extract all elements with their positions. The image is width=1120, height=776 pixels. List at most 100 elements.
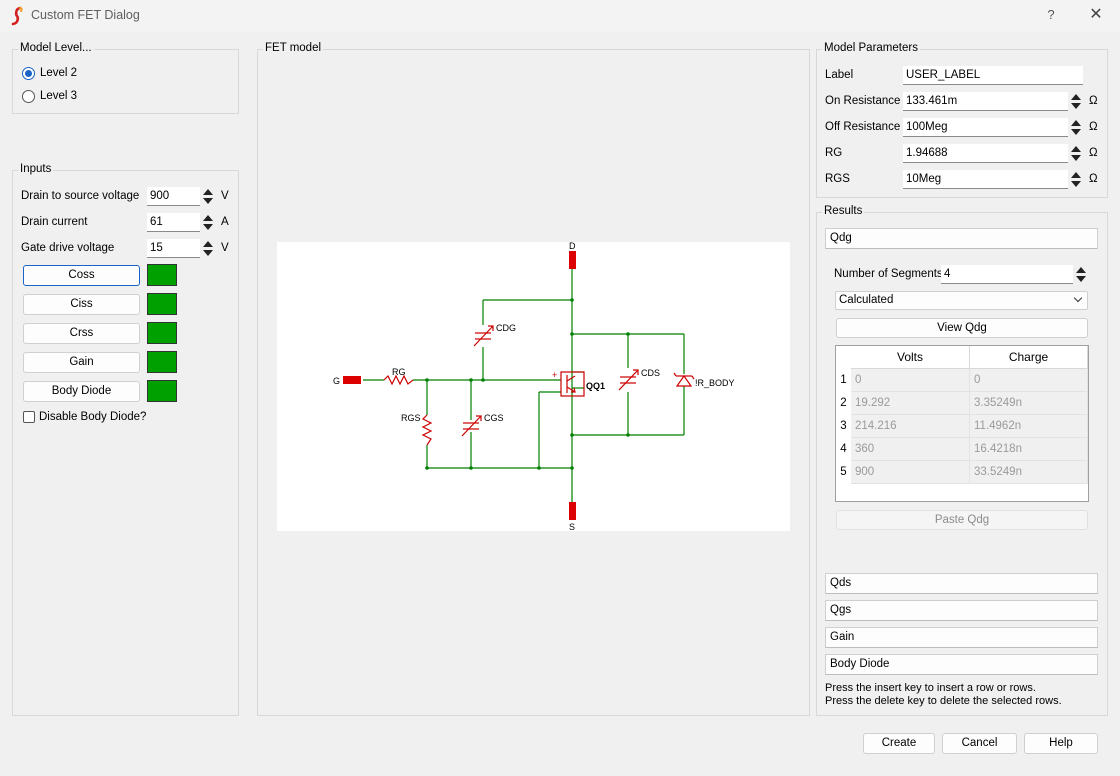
on-resistance-input[interactable]: 133.461m bbox=[903, 92, 1068, 111]
body-diode-button[interactable]: Body Diode bbox=[23, 381, 140, 402]
on-resistance-spinner[interactable] bbox=[1070, 92, 1082, 111]
column-header-volts[interactable]: Volts bbox=[851, 346, 970, 369]
off-resistance-unit: Ω bbox=[1089, 121, 1098, 133]
rg-param-label: RG bbox=[825, 147, 842, 159]
segments-spinner[interactable] bbox=[1075, 265, 1087, 284]
drain-label: D bbox=[569, 242, 576, 251]
level-2-radio[interactable] bbox=[22, 67, 35, 80]
model-level-title: Model Level... bbox=[18, 42, 94, 54]
level-3-label[interactable]: Level 3 bbox=[40, 90, 77, 102]
table-cell-charge[interactable]: 0 bbox=[970, 369, 1088, 392]
chevron-down-icon bbox=[1074, 294, 1082, 302]
window-title: Custom FET Dialog bbox=[31, 8, 140, 22]
plus-label: + bbox=[552, 370, 557, 380]
table-cell-charge[interactable]: 33.5249n bbox=[970, 461, 1088, 484]
drain-source-voltage-spinner[interactable] bbox=[202, 187, 214, 206]
segments-input[interactable]: 4 bbox=[941, 265, 1073, 284]
cgs-label: CGS bbox=[484, 413, 504, 423]
coss-button[interactable]: Coss bbox=[23, 265, 140, 286]
rgs-param-spinner[interactable] bbox=[1070, 170, 1082, 189]
gate-drive-voltage-label: Gate drive voltage bbox=[21, 242, 114, 254]
table-cell-charge[interactable]: 3.35249n bbox=[970, 392, 1088, 415]
level-3-radio[interactable] bbox=[22, 90, 35, 103]
off-resistance-label: Off Resistance bbox=[825, 121, 900, 133]
row-header-3[interactable]: 3 bbox=[836, 415, 851, 438]
inputs-title: Inputs bbox=[18, 163, 53, 175]
model-parameters-title: Model Parameters bbox=[822, 42, 920, 54]
rg-param-spinner[interactable] bbox=[1070, 144, 1082, 163]
crss-button[interactable]: Crss bbox=[23, 323, 140, 344]
rgs-param-unit: Ω bbox=[1089, 173, 1098, 185]
table-cell-charge[interactable]: 11.4962n bbox=[970, 415, 1088, 438]
disable-body-diode-label[interactable]: Disable Body Diode? bbox=[39, 411, 146, 423]
fet-model-title: FET model bbox=[263, 42, 323, 54]
gate-drive-voltage-input[interactable]: 15 bbox=[147, 239, 200, 258]
gate-drive-voltage-spinner[interactable] bbox=[202, 239, 214, 258]
row-header-5[interactable]: 5 bbox=[836, 461, 851, 484]
table-cell-volts[interactable]: 900 bbox=[851, 461, 970, 484]
level-2-label[interactable]: Level 2 bbox=[40, 67, 77, 79]
help-icon[interactable]: ? bbox=[1040, 4, 1062, 26]
rgs-label: RGS bbox=[401, 413, 421, 423]
table-cell-volts[interactable]: 214.216 bbox=[851, 415, 970, 438]
rg-label: RG bbox=[392, 367, 406, 377]
delete-hint-text: Press the delete key to delete the selec… bbox=[825, 695, 1062, 707]
table-cell-volts[interactable]: 0 bbox=[851, 369, 970, 392]
title-bar bbox=[0, 0, 1120, 32]
segments-label: Number of Segments bbox=[834, 268, 943, 280]
gain-section-header[interactable]: Gain bbox=[825, 627, 1098, 648]
gain-color-swatch[interactable] bbox=[147, 351, 177, 373]
gain-button[interactable]: Gain bbox=[23, 352, 140, 373]
coss-color-swatch[interactable] bbox=[147, 264, 177, 286]
drain-current-input[interactable]: 61 bbox=[147, 213, 200, 232]
qgs-section-header[interactable]: Qgs bbox=[825, 600, 1098, 621]
cancel-button[interactable]: Cancel bbox=[942, 733, 1017, 754]
disable-body-diode-checkbox[interactable] bbox=[23, 411, 35, 423]
ciss-button[interactable]: Ciss bbox=[23, 294, 140, 315]
gate-label: G bbox=[333, 376, 340, 386]
table-cell-charge[interactable]: 16.4218n bbox=[970, 438, 1088, 461]
qds-section-header[interactable]: Qds bbox=[825, 573, 1098, 594]
label-field-label: Label bbox=[825, 69, 853, 81]
fet-schematic: D S G RG RGS CGS CDG CDS !R_BODY QQ1 + bbox=[277, 242, 790, 531]
gate-drive-voltage-unit: V bbox=[221, 242, 229, 254]
drain-pin bbox=[569, 251, 576, 269]
body-diode-color-swatch[interactable] bbox=[147, 380, 177, 402]
table-cell-volts[interactable]: 360 bbox=[851, 438, 970, 461]
create-button[interactable]: Create bbox=[863, 733, 935, 754]
row-header-1[interactable]: 1 bbox=[836, 369, 851, 392]
qdg-section-header[interactable]: Qdg bbox=[825, 228, 1098, 249]
column-header-charge[interactable]: Charge bbox=[970, 346, 1088, 369]
drain-current-label: Drain current bbox=[21, 216, 87, 228]
off-resistance-spinner[interactable] bbox=[1070, 118, 1082, 137]
rgs-param-input[interactable]: 10Meg bbox=[903, 170, 1068, 189]
model-level-group bbox=[12, 49, 239, 114]
table-cell-volts[interactable]: 19.292 bbox=[851, 392, 970, 415]
app-logo-icon bbox=[9, 6, 25, 26]
drain-source-voltage-label: Drain to source voltage bbox=[21, 190, 139, 202]
on-resistance-label: On Resistance bbox=[825, 95, 900, 107]
transistor-label: QQ1 bbox=[586, 381, 605, 391]
off-resistance-input[interactable]: 100Meg bbox=[903, 118, 1068, 137]
paste-qdg-button[interactable]: Paste Qdg bbox=[836, 510, 1088, 530]
body-diode-section-header[interactable]: Body Diode bbox=[825, 654, 1098, 675]
ciss-color-swatch[interactable] bbox=[147, 293, 177, 315]
cdg-label: CDG bbox=[496, 323, 516, 333]
drain-current-spinner[interactable] bbox=[202, 213, 214, 232]
crss-color-swatch[interactable] bbox=[147, 322, 177, 344]
view-qdg-button[interactable]: View Qdg bbox=[836, 318, 1088, 338]
close-icon[interactable]: ✕ bbox=[1082, 4, 1110, 26]
help-button[interactable]: Help bbox=[1024, 733, 1098, 754]
drain-source-voltage-input[interactable]: 900 bbox=[147, 187, 200, 206]
body-diode-label: !R_BODY bbox=[695, 378, 735, 388]
label-input[interactable]: USER_LABEL bbox=[903, 66, 1083, 85]
source-pin bbox=[569, 502, 576, 520]
row-header-4[interactable]: 4 bbox=[836, 438, 851, 461]
gate-pin bbox=[343, 376, 361, 384]
rg-param-unit: Ω bbox=[1089, 147, 1098, 159]
drain-current-unit: A bbox=[221, 216, 229, 228]
mode-dropdown[interactable]: Calculated bbox=[835, 291, 1088, 310]
mode-dropdown-value: Calculated bbox=[839, 294, 893, 306]
row-header-2[interactable]: 2 bbox=[836, 392, 851, 415]
rg-param-input[interactable]: 1.94688 bbox=[903, 144, 1068, 163]
